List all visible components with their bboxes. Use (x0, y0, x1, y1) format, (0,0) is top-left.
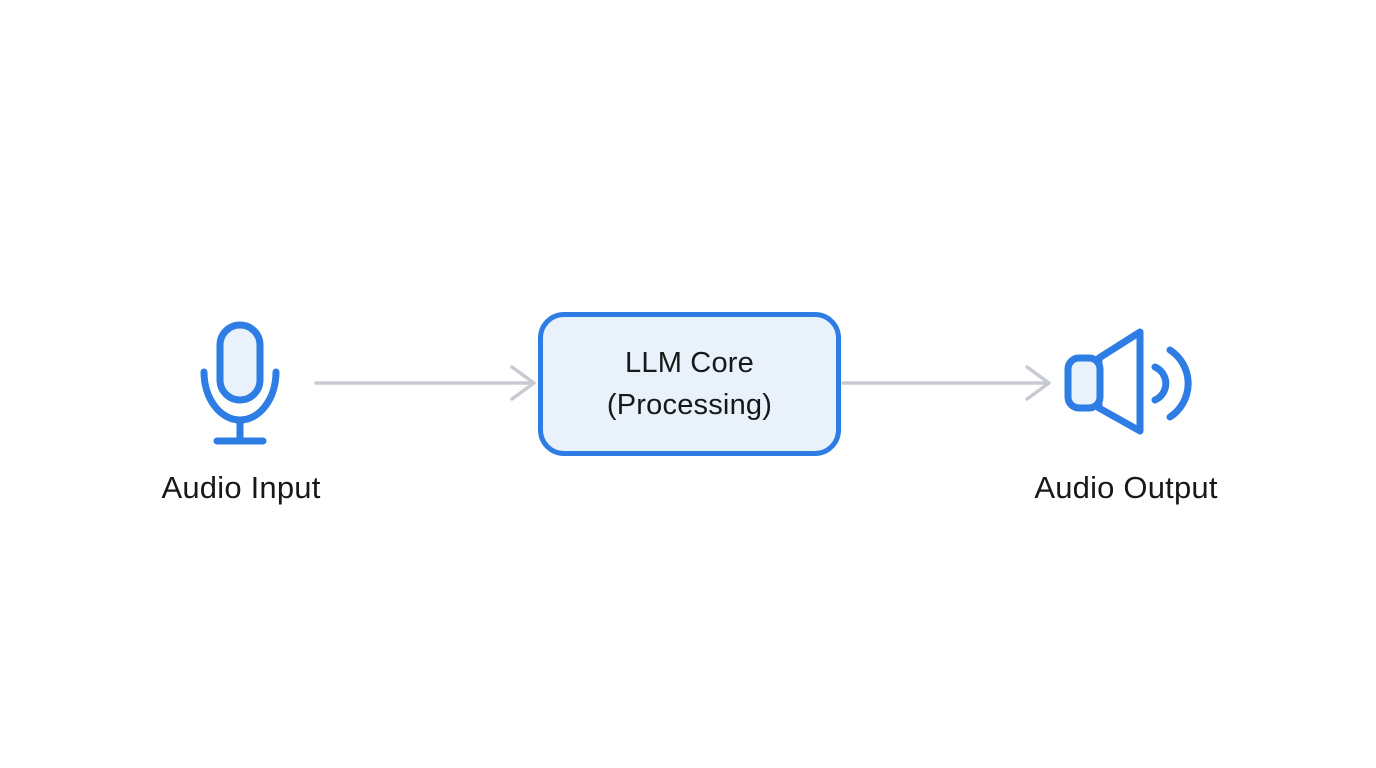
audio-input-label: Audio Input (161, 470, 321, 505)
llm-core-node: LLM Core (Processing) (538, 312, 841, 456)
arrow-input-to-core (313, 363, 539, 408)
speaker-icon (1064, 323, 1192, 440)
microphone-icon (200, 318, 280, 448)
llm-core-title-line1: LLM Core (625, 347, 754, 379)
audio-output-label: Audio Output (1034, 470, 1218, 505)
arrow-core-to-output (840, 363, 1056, 408)
llm-core-title-line2: (Processing) (606, 389, 773, 421)
